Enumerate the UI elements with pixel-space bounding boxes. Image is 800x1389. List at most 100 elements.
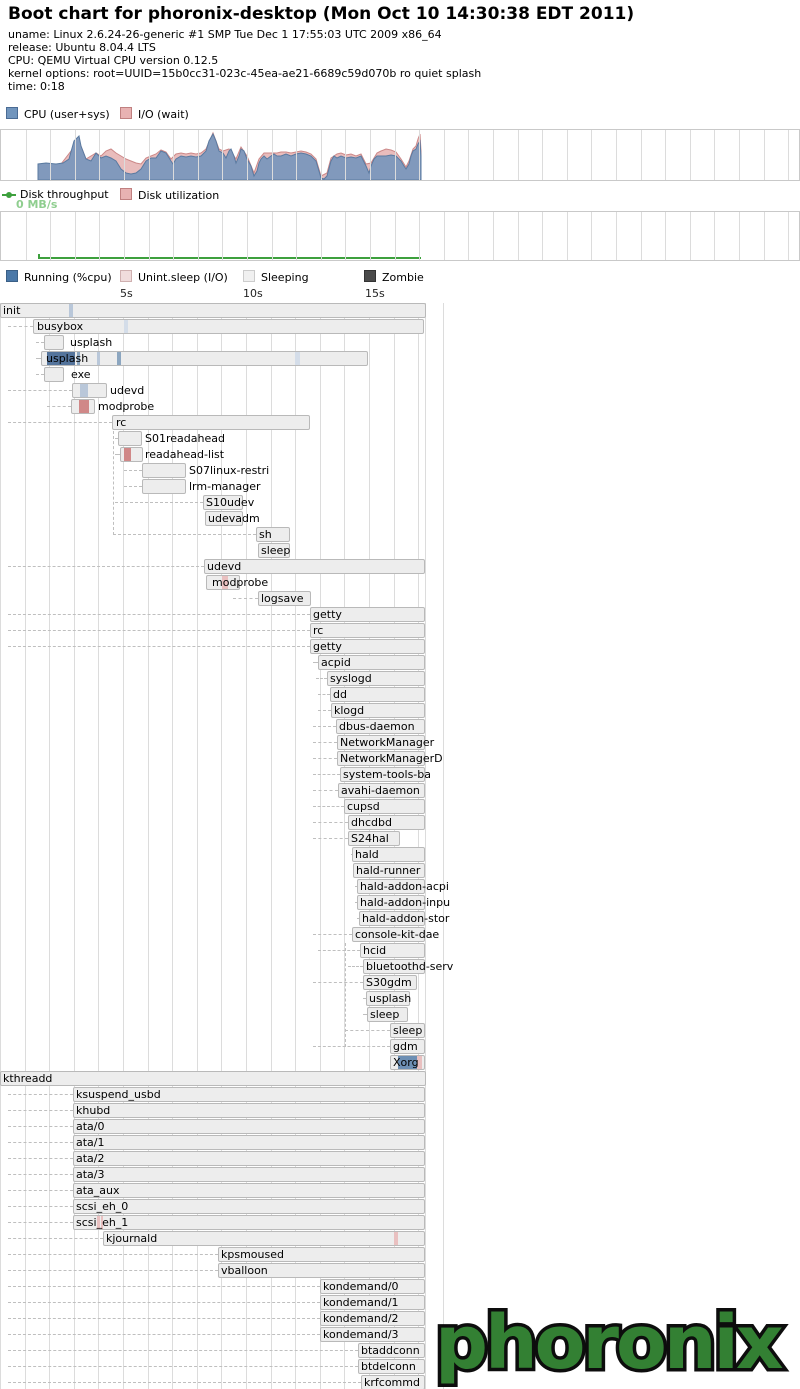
gridline [99, 212, 101, 260]
process-label: ata/1 [76, 1136, 105, 1149]
process-row: dhcdbd [0, 815, 800, 831]
gridline [148, 130, 150, 180]
process-row: sleep [0, 1023, 800, 1039]
process-row: usplash [0, 991, 800, 1007]
process-label: kondemand/0 [323, 1280, 399, 1293]
process-bar [142, 463, 186, 478]
process-label: krfcommd [364, 1376, 420, 1389]
process-row: getty [0, 607, 800, 623]
process-label: getty [313, 640, 342, 653]
parent-connector [8, 1318, 320, 1319]
process-row: ata/1 [0, 1135, 800, 1151]
parent-connector [115, 438, 118, 439]
process-row: sleep [0, 543, 800, 559]
running-swatch [6, 270, 18, 282]
gridline [296, 212, 298, 260]
parent-connector [8, 1158, 73, 1159]
disk-throughput-chart [0, 211, 800, 261]
process-row: udevd [0, 383, 800, 399]
process-row: console-kit-dae [0, 927, 800, 943]
process-label: init [3, 304, 21, 317]
process-label: udevadm [208, 512, 260, 525]
gridline [542, 212, 544, 260]
process-bar [71, 399, 95, 414]
process-bar [0, 1071, 426, 1086]
process-bar [218, 1247, 425, 1262]
process-label: sleep [393, 1024, 423, 1037]
process-bar [390, 1039, 425, 1054]
process-row: sh [0, 527, 800, 543]
parent-connector [8, 614, 310, 615]
gridline [73, 303, 75, 1389]
parent-connector [313, 726, 336, 727]
gridline [25, 130, 27, 180]
process-bar [353, 863, 425, 878]
parent-connector [8, 1286, 320, 1287]
process-row: readahead-list [0, 447, 800, 463]
parent-connector [363, 1014, 367, 1015]
process-row: hald-addon-stor [0, 911, 800, 927]
parent-connector [124, 470, 142, 471]
state-segment-io2 [222, 576, 228, 589]
process-label: khubd [76, 1104, 111, 1117]
process-bar [218, 1263, 425, 1278]
process-row: S01readahead [0, 431, 800, 447]
process-row: ksuspend_usbd [0, 1087, 800, 1103]
parent-connector [8, 1254, 218, 1255]
process-label: ata/3 [76, 1168, 105, 1181]
parent-connector [357, 918, 359, 919]
process-bar [360, 943, 425, 958]
process-row: modprobe [0, 399, 800, 415]
time-tick-label: 15s [365, 287, 385, 300]
process-bar [258, 591, 311, 606]
process-row: S07linux-restri [0, 463, 800, 479]
phoronix-logo: phoronix [433, 1300, 789, 1388]
process-row: klogd [0, 703, 800, 719]
process-row: hald-runner [0, 863, 800, 879]
process-label: rc [116, 416, 127, 429]
state-segment-io2 [394, 1232, 398, 1245]
gridline [689, 212, 691, 260]
parent-connector [313, 662, 318, 663]
gridline [370, 130, 371, 180]
gridline [50, 212, 52, 260]
process-row: dbus-daemon [0, 719, 800, 735]
parent-connector [8, 1350, 358, 1351]
gridline [394, 212, 396, 260]
process-label: hald-addon-stor [362, 912, 450, 925]
process-row: bluetoothd-serv [0, 959, 800, 975]
legend-label: I/O (wait) [138, 108, 189, 121]
parent-connector [351, 854, 352, 855]
process-bar [344, 799, 425, 814]
parent-connector [8, 1302, 320, 1303]
process-row: ata/3 [0, 1167, 800, 1183]
process-row: usplash [0, 335, 800, 351]
gridline [148, 212, 150, 260]
legend-label: Disk throughput [20, 188, 109, 201]
line [2, 190, 16, 199]
zombie-swatch [364, 270, 376, 282]
parent-connector [313, 838, 348, 839]
process-bar [357, 879, 425, 894]
parent-connector [8, 1206, 73, 1207]
gridline [370, 212, 371, 260]
gridline [271, 212, 273, 260]
process-row: kjournald [0, 1231, 800, 1247]
gridline [591, 130, 593, 180]
process-row: udevd [0, 559, 800, 575]
state-segment-rl [97, 352, 100, 365]
gridline [173, 212, 175, 260]
process-label: busybox [37, 320, 84, 333]
gridline [788, 212, 790, 260]
process-row: syslogd [0, 671, 800, 687]
gridline-right-edge [425, 303, 426, 1389]
time-tick-label: 10s [243, 287, 263, 300]
process-bar [120, 447, 143, 462]
gridline [640, 212, 642, 260]
gridline [419, 130, 421, 180]
legend-label: Sleeping [261, 271, 309, 284]
process-label: ata_aux [76, 1184, 120, 1197]
gridline [517, 130, 519, 180]
legend-label: Running (%cpu) [24, 271, 112, 284]
process-label: kjournald [106, 1232, 158, 1245]
